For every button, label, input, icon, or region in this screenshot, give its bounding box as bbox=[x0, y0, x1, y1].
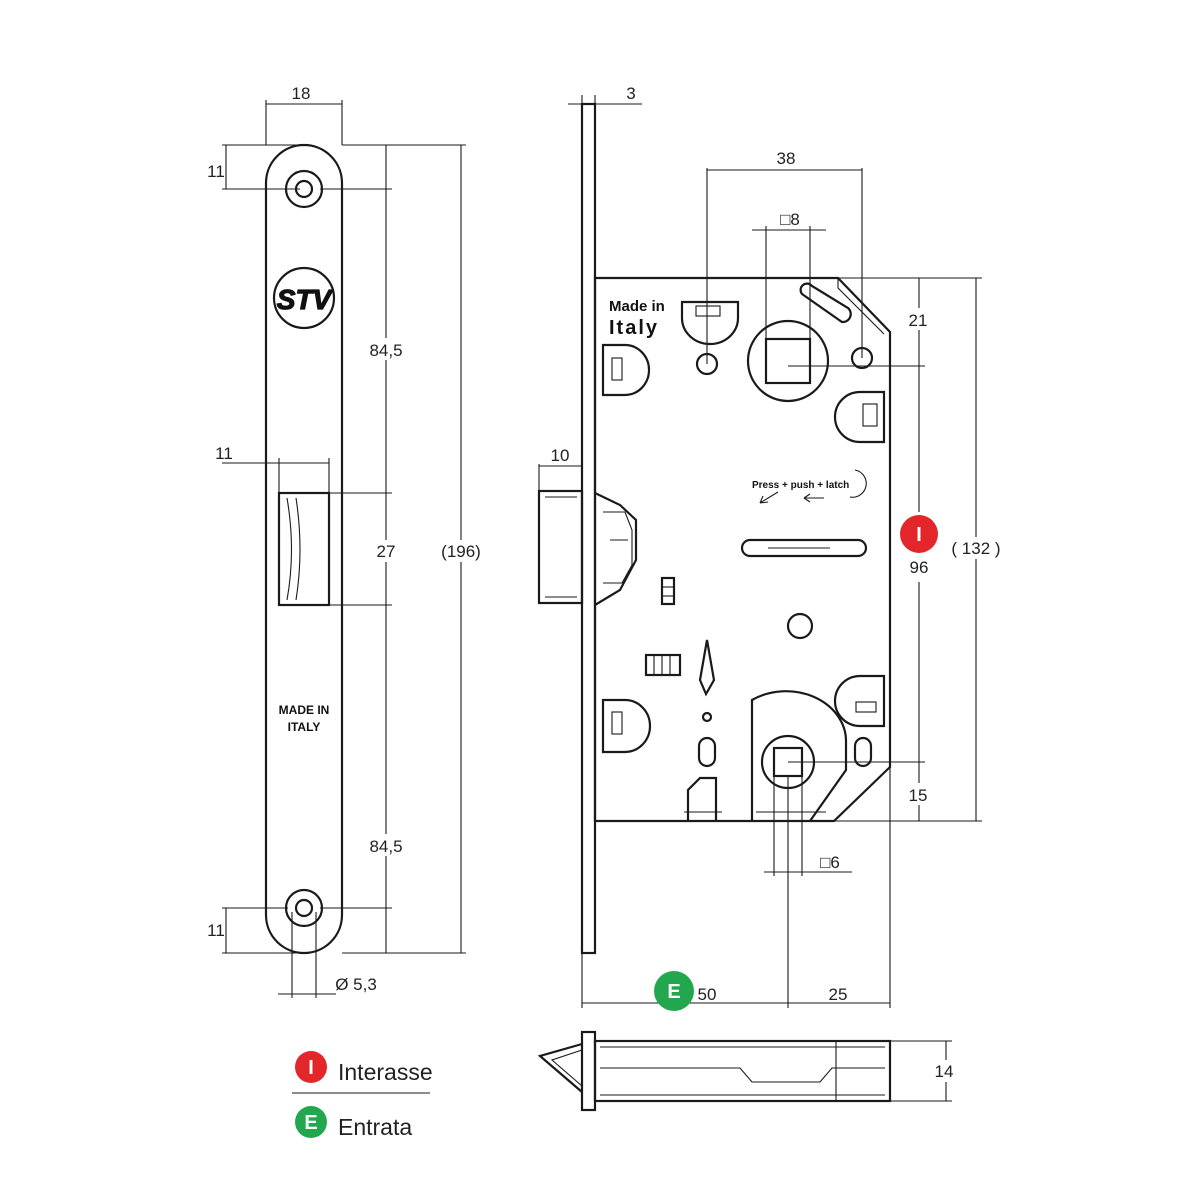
lock-body-view: Made in Italy Press + push + latch bbox=[537, 102, 892, 955]
small-lever bbox=[644, 653, 682, 677]
dim-cylinder-to-back: 25 bbox=[829, 985, 848, 1004]
dim-thickness: 14 bbox=[935, 1062, 954, 1081]
faceplate-bottom-hole-inner bbox=[294, 898, 314, 918]
faceplate-dimensions: 18 11 84,5 27 84,5 (196) 11 11 bbox=[207, 84, 486, 998]
dim-hole-diameter: Ø 5,3 bbox=[335, 975, 377, 994]
faceplate-made-in-line1: MADE IN bbox=[279, 703, 330, 717]
faceplate-outline bbox=[264, 143, 344, 955]
case-made-in-line2: Italy bbox=[609, 317, 659, 339]
dim-cylinder-to-bottom: 15 bbox=[909, 786, 928, 805]
lock-faceplate-edge bbox=[580, 102, 597, 955]
legend-interasse-badge bbox=[295, 1051, 327, 1083]
small-pin bbox=[701, 711, 713, 723]
center-rivet bbox=[786, 612, 814, 640]
stv-logo bbox=[272, 266, 336, 330]
legend-entrata-label: Entrata bbox=[338, 1114, 412, 1140]
dim-interasse-value: 96 bbox=[910, 558, 929, 577]
dim-upper-spacing: 84,5 bbox=[369, 341, 402, 360]
instruction-arrows bbox=[759, 469, 867, 504]
clip-left-upper bbox=[601, 343, 651, 397]
pawl bbox=[698, 639, 716, 697]
top-view-latch bbox=[537, 1042, 583, 1093]
stv-logo-text: STV bbox=[277, 284, 334, 315]
dim-top-to-spindle: 21 bbox=[909, 311, 928, 330]
legend-entrata-badge bbox=[295, 1106, 327, 1138]
dim-body-height: ( 132 ) bbox=[951, 539, 1000, 558]
latch-bevel bbox=[286, 497, 301, 601]
faceplate-view: STV MADE IN ITALY bbox=[264, 143, 344, 955]
latch-bolt bbox=[537, 489, 584, 605]
dim-latch-offset: 11 bbox=[215, 444, 233, 463]
dim-faceplate-width: 18 bbox=[292, 84, 311, 103]
legend: I Interasse E Entrata bbox=[292, 1051, 433, 1140]
top-view-faceplate bbox=[580, 1030, 597, 1112]
latch-mechanism bbox=[594, 492, 638, 606]
small-spring bbox=[660, 576, 676, 606]
clip-right-upper bbox=[833, 390, 886, 444]
legend-entrata-letter: E bbox=[304, 1112, 317, 1134]
oval-slot-right bbox=[853, 736, 873, 768]
faceplate-bottom-hole-outer bbox=[284, 888, 324, 928]
lock-body-dimensions: 3 38 □8 10 21 I 96 ( 132 ) 15 bbox=[538, 84, 1006, 1011]
interasse-badge-letter: I bbox=[916, 524, 922, 546]
legend-interasse-letter: I bbox=[308, 1057, 314, 1079]
dim-top-offset: 11 bbox=[207, 162, 225, 181]
spindle-hub bbox=[746, 319, 830, 403]
entrata-badge-letter: E bbox=[667, 981, 680, 1003]
dim-latch-height: 27 bbox=[377, 542, 396, 561]
faceplate-latch-opening bbox=[277, 491, 331, 607]
clip-left-lower bbox=[601, 698, 652, 754]
dim-spindle-to-hole: 38 bbox=[777, 149, 796, 168]
top-view-case bbox=[593, 1039, 892, 1103]
dim-faceplate-thickness: 3 bbox=[626, 84, 635, 103]
spindle-square bbox=[764, 337, 812, 385]
horizontal-slot bbox=[740, 538, 868, 558]
cylinder-housing bbox=[750, 690, 848, 822]
faceplate-made-in-line2: ITALY bbox=[288, 720, 321, 734]
case-instruction-text: Press + push + latch bbox=[752, 480, 849, 491]
clip-right-lower bbox=[833, 674, 886, 728]
dim-spindle-square: □8 bbox=[780, 210, 800, 229]
dim-bottom-offset: 11 bbox=[207, 921, 225, 940]
oval-slot bbox=[697, 736, 717, 768]
case-made-in-line1: Made in bbox=[609, 298, 665, 315]
dim-latch-projection: 10 bbox=[551, 446, 570, 465]
bottom-tab bbox=[686, 776, 718, 821]
dim-cylinder-square: □6 bbox=[820, 853, 840, 872]
slot-top bbox=[799, 282, 852, 324]
legend-interasse-label: Interasse bbox=[338, 1059, 433, 1085]
dim-entrata-value: 50 bbox=[698, 985, 717, 1004]
dim-lower-spacing: 84,5 bbox=[369, 837, 402, 856]
interasse-badge bbox=[900, 515, 938, 553]
entrata-badge bbox=[654, 971, 694, 1011]
clip-top bbox=[680, 300, 740, 346]
lock-top-view: 14 bbox=[537, 1030, 962, 1112]
dim-total-height: (196) bbox=[441, 542, 481, 561]
